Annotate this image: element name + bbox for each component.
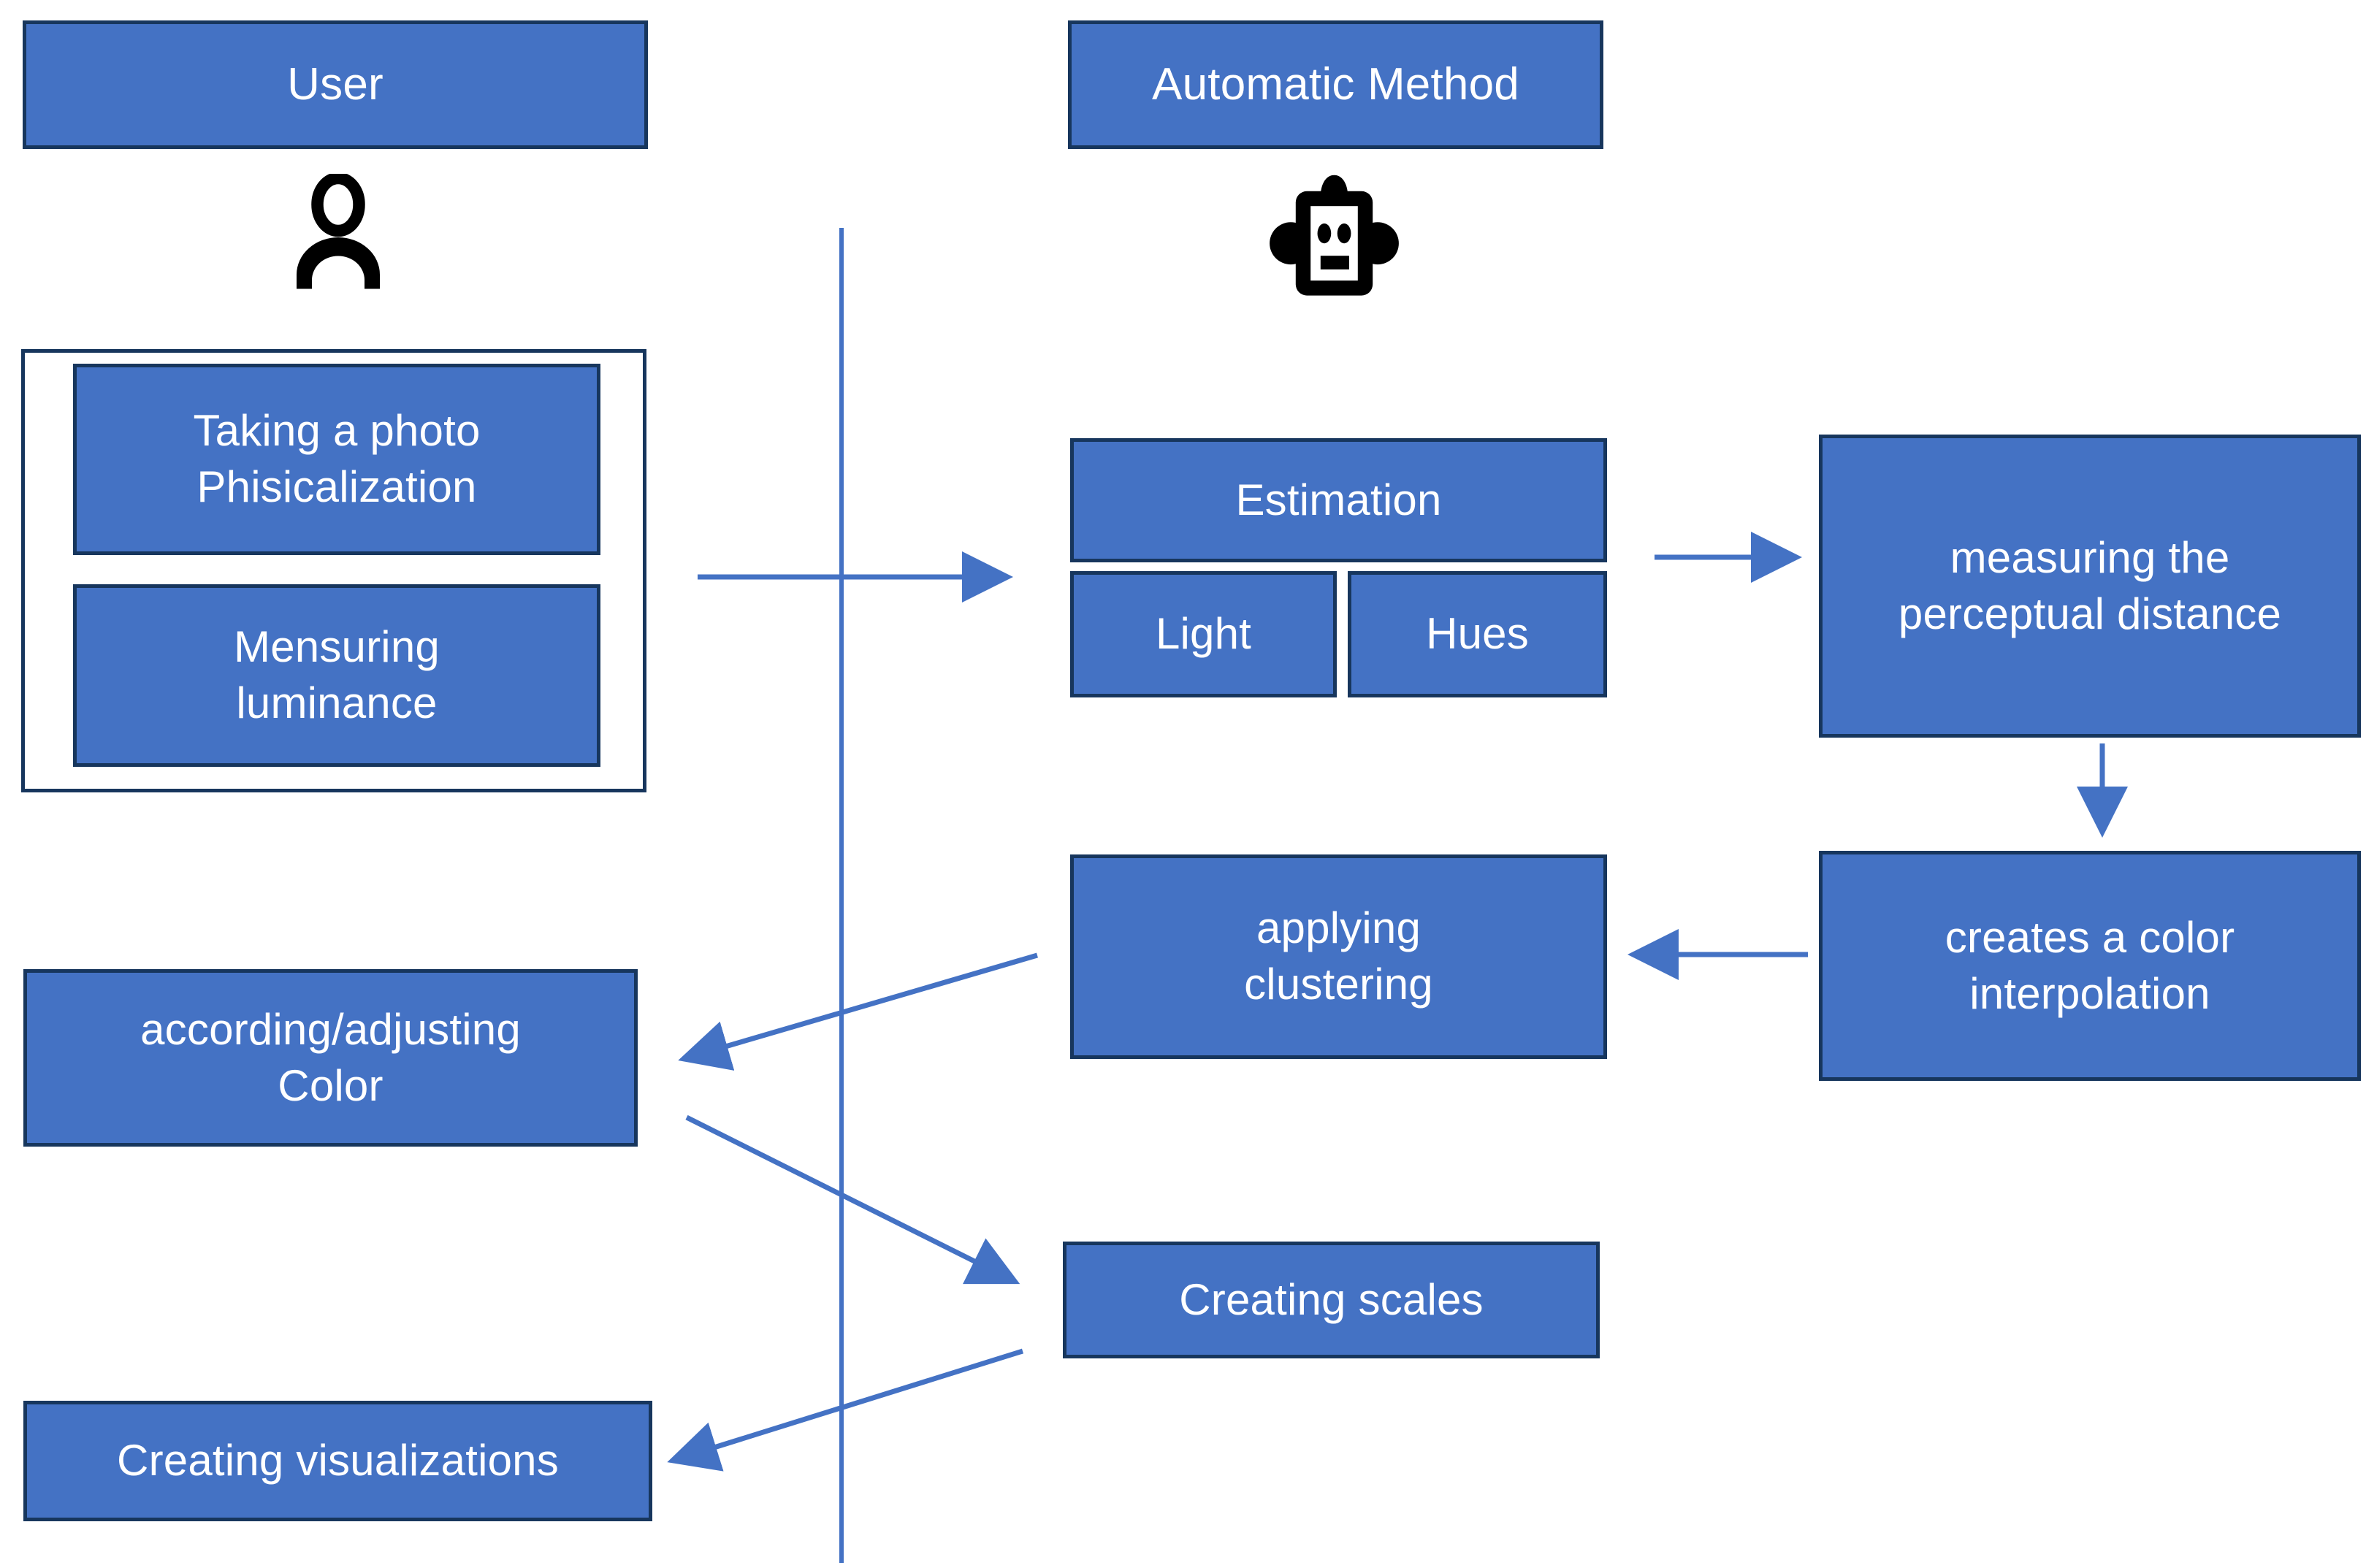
person-icon [297, 174, 380, 289]
creating-scales-node[interactable]: Creating scales [1063, 1242, 1600, 1358]
applying-clustering-node[interactable]: applying clustering [1070, 854, 1607, 1059]
robot-icon [1270, 175, 1399, 296]
automatic-method-header-node[interactable]: Automatic Method [1068, 20, 1603, 149]
estimation-child-hues[interactable]: Hues [1348, 571, 1607, 697]
task-taking-a-photo[interactable]: Taking a photo Phisicalization [73, 364, 600, 555]
estimation-child-light[interactable]: Light [1070, 571, 1337, 697]
color-interpolation-node[interactable]: creates a color interpolation [1819, 851, 2361, 1081]
connector-clustering-to-adjust-color [678, 952, 1038, 1071]
creating-visualizations-node[interactable]: Creating visualizations [23, 1401, 652, 1521]
user-header-node[interactable]: User [23, 20, 648, 149]
connector-creating-scales-to-visualizations [667, 1348, 1024, 1472]
adjust-color-node[interactable]: according/adjusting Color [23, 969, 638, 1147]
perceptual-distance-node[interactable]: measuring the perceptual distance [1819, 435, 2361, 738]
connector-adjust-color-to-creating-scales [685, 1114, 1020, 1285]
estimation-node[interactable]: Estimation [1070, 438, 1607, 562]
task-mensuring-luminance[interactable]: Mensuring luminance [73, 584, 600, 767]
